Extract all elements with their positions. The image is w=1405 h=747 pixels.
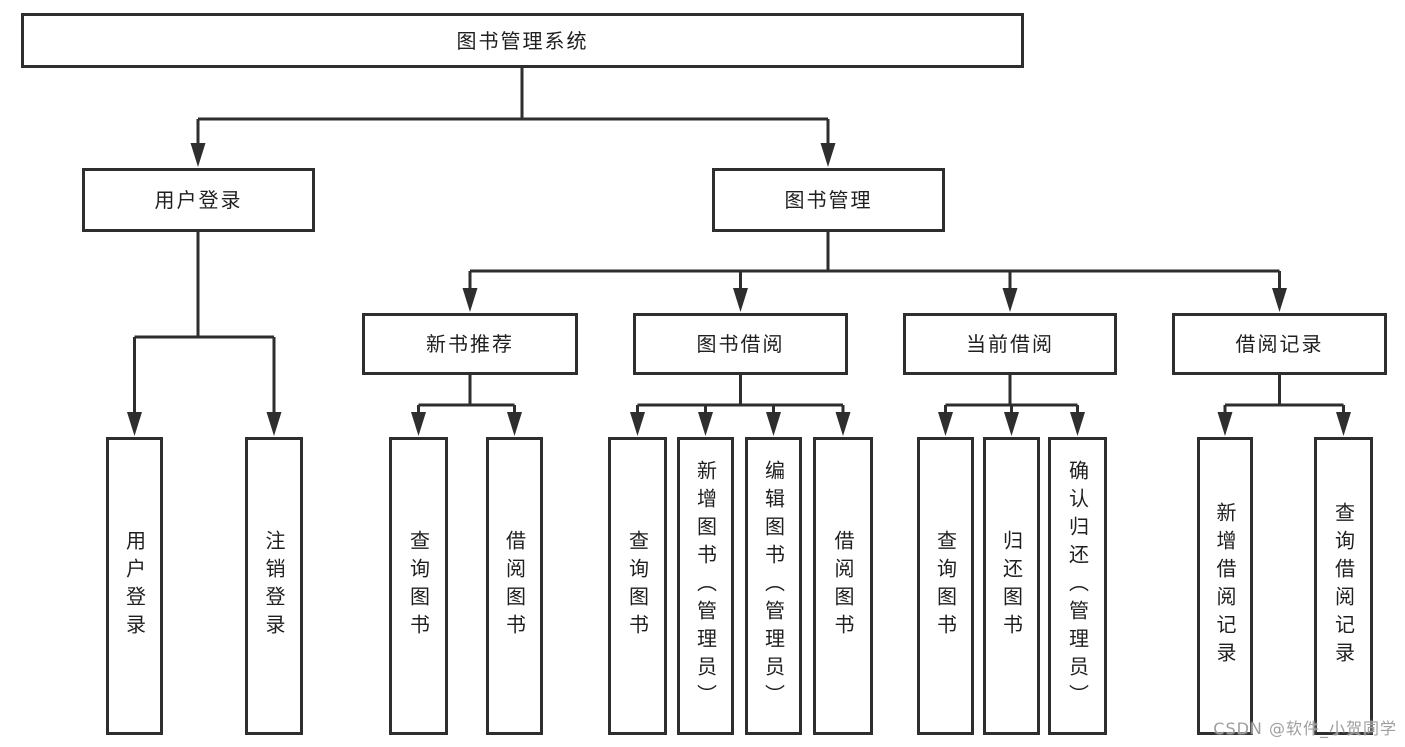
- node-borrow-books-recommend: 借阅图书: [486, 437, 543, 735]
- node-current-borrowing: 当前借阅: [903, 313, 1117, 375]
- node-edit-books-admin: 编辑图书（管理员）: [745, 437, 802, 735]
- csdn-watermark: CSDN @软件_小贺同学: [1213, 719, 1397, 738]
- node-add-books-admin: 新增图书（管理员）: [677, 437, 734, 735]
- arrowhead-icons: [127, 143, 1351, 436]
- node-book-management: 图书管理: [712, 168, 945, 232]
- node-borrow-books: 借阅图书: [813, 437, 873, 735]
- node-query-books-borrowing: 查询图书: [608, 437, 667, 735]
- node-confirm-return-admin: 确认归还（管理员）: [1048, 437, 1107, 735]
- node-new-book-recommendation: 新书推荐: [362, 313, 578, 375]
- node-user-login-action: 用户登录: [106, 437, 163, 735]
- node-user-login: 用户登录: [82, 168, 315, 232]
- node-logout-action: 注销登录: [245, 437, 303, 735]
- node-query-books-current: 查询图书: [917, 437, 974, 735]
- node-return-books: 归还图书: [983, 437, 1040, 735]
- node-query-books-recommend: 查询图书: [389, 437, 448, 735]
- node-library-management-system: 图书管理系统: [21, 13, 1024, 68]
- node-query-borrow-record: 查询借阅记录: [1314, 437, 1373, 735]
- node-borrowing-records: 借阅记录: [1172, 313, 1387, 375]
- node-add-borrow-record: 新增借阅记录: [1197, 437, 1253, 735]
- node-book-borrowing: 图书借阅: [633, 313, 848, 375]
